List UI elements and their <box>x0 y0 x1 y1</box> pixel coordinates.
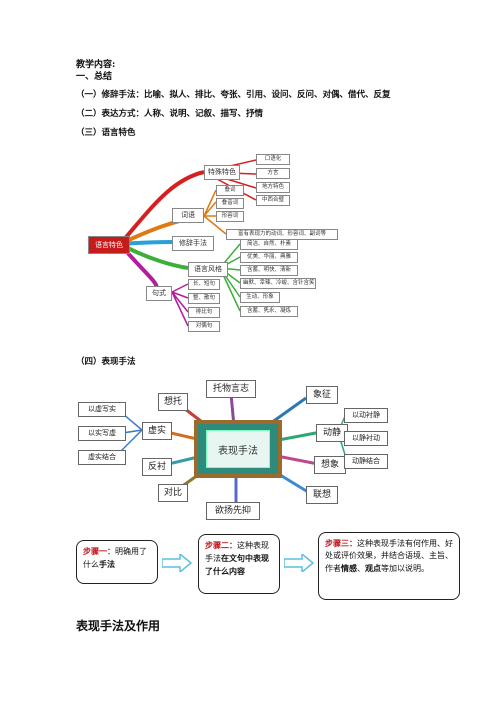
techniques-line: （四）表现手法 <box>76 357 136 367</box>
words-item: 叠词 <box>216 185 244 196</box>
step-two-bold: 在文句中表现了什么内容 <box>205 553 269 576</box>
language-line: （三）语言特色 <box>76 128 136 138</box>
special-item: 方言 <box>256 168 290 179</box>
words-item: 形容词 <box>216 211 244 222</box>
dongjing-item: 动静结合 <box>344 454 388 469</box>
sentence-item: 排比句 <box>188 307 220 318</box>
mindmap-language-features: 语言特色 特殊特色 口语化 方言 地方特色 中西合璧 词语 叠词 叠音词 形容词… <box>80 150 342 340</box>
sentence-item: 长、短句 <box>188 279 220 290</box>
style-item: 生动、形象 <box>240 292 280 303</box>
rhetoric-line: （一）修辞手法：比喻、拟人、排比、夸张、引用、设问、反问、对偶、借代、反复 <box>76 90 391 100</box>
branch-sentence: 句式 <box>146 286 172 301</box>
step-two-text: 这种表现手法 <box>205 541 269 563</box>
expression-line: （二）表达方式：人称、说明、记叙、描写、抒情 <box>76 109 264 119</box>
step-three-text: 这种表现手法有何作用、好处或评价效果，并结合语境、主旨、作者 <box>325 539 453 573</box>
special-item: 口语化 <box>256 154 290 165</box>
step-three-bold-emotion: 情感 <box>341 563 357 573</box>
arrow-icon <box>284 554 314 572</box>
arrow-icon <box>162 554 192 572</box>
branch-words: 词语 <box>172 208 204 223</box>
techniques-center: 表现手法 <box>218 446 258 457</box>
node-fanchen: 反衬 <box>142 458 172 476</box>
step-one: 步骤一：明确用了什么手法 <box>76 540 158 584</box>
style-item: 简洁、自然、朴素 <box>240 239 298 250</box>
step-one-label: 步骤一： <box>83 546 115 556</box>
branch-rhetoric: 修辞手法 <box>172 236 214 251</box>
node-xiangtuo: 想托 <box>158 393 188 411</box>
branch-special: 特殊特色 <box>204 165 240 180</box>
step-three: 步骤三：这种表现手法有何作用、好处或评价效果，并结合语境、主旨、作者情感、观点等… <box>318 532 460 600</box>
step-two-label: 步骤二： <box>205 540 237 550</box>
dongjing-item: 以静衬动 <box>344 431 388 446</box>
step-three-sep: 、 <box>357 564 365 573</box>
step-three-text-end: 等加以说明。 <box>381 564 429 573</box>
node-duibi: 对比 <box>158 484 188 502</box>
style-item: 含蓄、隽永、凝炼 <box>240 306 298 317</box>
node-yuyang: 欲扬先抑 <box>206 502 260 520</box>
step-one-text: 明确用了什么 <box>83 547 147 569</box>
style-item: 优美、华丽、典雅 <box>240 252 298 263</box>
special-item: 地方特色 <box>256 182 290 193</box>
node-lianxiang: 联想 <box>306 486 338 504</box>
step-three-label: 步骤三： <box>325 538 357 548</box>
xushi-item: 以实写虚 <box>78 426 126 441</box>
node-xiangzheng: 象征 <box>306 386 338 404</box>
xushi-item: 虚实结合 <box>78 450 126 465</box>
branch-style: 语言风格 <box>188 262 228 277</box>
style-item: 含蓄、明快、清新 <box>240 265 298 276</box>
node-tuowu: 托物言志 <box>206 380 256 398</box>
words-item: 叠音词 <box>216 198 244 209</box>
footer-title: 表现手法及作用 <box>76 619 161 633</box>
sentence-item: 对偶句 <box>188 321 220 332</box>
step-three-bold-viewpoint: 观点 <box>365 563 381 573</box>
step-one-bold: 手法 <box>99 559 115 569</box>
dongjing-item: 以动衬静 <box>344 408 388 423</box>
xushi-item: 以虚写实 <box>78 402 126 417</box>
board: 表现手法 <box>194 420 282 478</box>
node-xiangxiang: 想象 <box>314 456 346 474</box>
node-xushi: 虚实 <box>142 422 172 440</box>
sentence-item: 整、散句 <box>188 293 220 304</box>
step-two: 步骤二：这种表现手法在文句中表现了什么内容 <box>198 534 280 594</box>
mindmap-techniques: 表现手法 想托 托物言志 象征 虚实 动静 反衬 想象 对比 欲扬先抑 联想 以… <box>76 378 396 520</box>
style-item: 幽默、幸辣、冷峻、含针含笑 <box>240 278 316 289</box>
special-item: 中西合璧 <box>256 195 290 206</box>
heading: 教学内容: <box>76 60 116 70</box>
mindmap-center: 语言特色 <box>88 236 130 254</box>
section-title-1: 一、总结 <box>76 72 113 82</box>
